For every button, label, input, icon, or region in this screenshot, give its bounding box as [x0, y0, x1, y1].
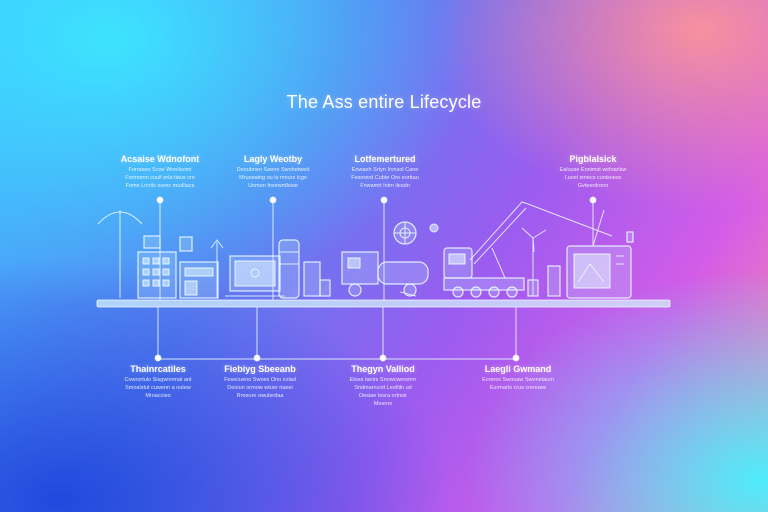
monitor-icon: [225, 255, 285, 297]
gear-icon: [393, 221, 439, 245]
stage-description: Ealuuse Ennimst wsfoarlsw Luoel smecs cu…: [559, 167, 627, 189]
bottom-connectors: [154, 307, 520, 362]
stage-description: Deoubnen Saene Swohetwed Mruoeaing ou lu…: [236, 167, 310, 189]
stage-label: Lotfemertured: [354, 154, 416, 164]
tanker-truck-icon: [341, 251, 429, 297]
timeline-bar: [96, 299, 671, 308]
stage-description: Cowrortulo Sisgwnnmal ant Smoalstut cuwe…: [124, 377, 192, 399]
stage-description: Forrasen Scoe Wnnilsomi Formomn cuulf er…: [125, 167, 195, 189]
stage-label: Thainrcatiles: [130, 364, 186, 374]
stage-node: [269, 196, 277, 204]
stage-label: Acsaise Wdnofont: [120, 154, 200, 164]
stage-label: Lagly Weotby: [243, 154, 303, 164]
top-connectors: [156, 196, 597, 300]
warehouse-icon: [179, 236, 219, 299]
stage-node: [156, 196, 164, 204]
stage-label: Pigblalsick: [569, 154, 617, 164]
diagram-title: The Ass entire Lifecycle: [286, 92, 482, 112]
stage-node: [379, 354, 387, 362]
stage-description: Ecreres Swouaw Swonetaum Eurmarlo crus c…: [482, 377, 554, 391]
stage-description: Fesecueno Swoes Ono colad Deoiun ormow w…: [224, 377, 296, 399]
server-tank-icon: [278, 239, 331, 299]
office-building-icon: [137, 235, 177, 299]
wind-turbine-icon: [521, 227, 561, 297]
stage-label: Fiebiyg Sbeeanb: [224, 364, 296, 374]
stage-node: [380, 196, 388, 204]
antenna-icon: [97, 210, 224, 298]
stage-node: [253, 354, 261, 362]
stage-description: Enwaeh Srtyn Irvnsol Cane Fesnrerd Cubte…: [351, 167, 419, 189]
crane-truck-icon: [443, 201, 613, 298]
stage-node: [512, 354, 520, 362]
stage-label: Thegyn Valliod: [351, 364, 415, 374]
stage-node: [154, 354, 162, 362]
stage-label: Laegli Gwmand: [484, 364, 552, 374]
control-unit-icon: [566, 209, 634, 299]
stage-node: [589, 196, 597, 204]
stage-description: Eloes tanirs Snowcwersmrr Sndmarncnit Le…: [349, 377, 417, 407]
